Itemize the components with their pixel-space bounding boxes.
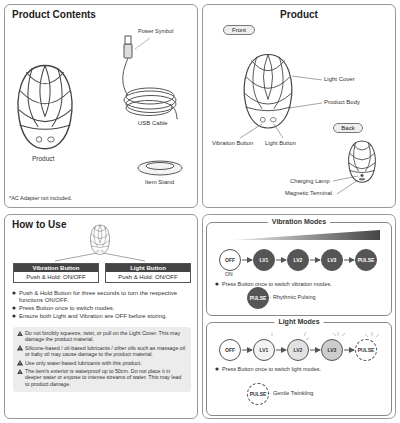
- mode-circle: OFF: [219, 249, 241, 271]
- text-label: Press Button once to switch light modes.: [222, 366, 321, 372]
- mode-arrow: [344, 260, 354, 261]
- button-action: Push & Hold: ON/OFF: [106, 272, 190, 282]
- text-label: ··· Gentle Twinkling: [266, 390, 313, 396]
- text-label: Power Symbol: [138, 28, 173, 34]
- warning-text: Use only water-based lubricants with thi…: [25, 360, 142, 366]
- warning-icon: [17, 345, 23, 351]
- warning-icon: [17, 331, 23, 337]
- mode-arrow: [276, 350, 286, 351]
- node-label: PULSE: [358, 347, 375, 353]
- text-label: Press Button once to switch vibration mo…: [222, 281, 332, 287]
- node-label: LV3: [328, 347, 337, 353]
- mode-arrow: [242, 260, 252, 261]
- node-label: OFF: [225, 347, 235, 353]
- node-label: PULSE: [358, 257, 375, 263]
- node-label: LV1: [260, 347, 269, 353]
- mode-arrow: [276, 260, 286, 261]
- node-label: Front: [227, 27, 251, 33]
- mode-arrow: [310, 350, 320, 351]
- mode-circle: PULSE: [247, 383, 269, 405]
- section-heading: Light Modes: [274, 318, 323, 325]
- node-label: LV2: [294, 347, 303, 353]
- panel-title: How to Use: [12, 219, 66, 230]
- text-label: Press Button once to switch modes.: [19, 305, 114, 312]
- node-label: LV3: [328, 257, 337, 263]
- mode-circle: LV1: [253, 339, 275, 361]
- node-label: LV2: [294, 257, 303, 263]
- button-name: Light Button: [106, 264, 190, 272]
- mode-circle: LV3: [321, 249, 343, 271]
- mode-circle: LV1: [253, 249, 275, 271]
- panel-box: ProductFrontBack: [202, 4, 396, 208]
- mode-circle: LV2: [287, 339, 309, 361]
- pill-box: Back: [333, 123, 363, 133]
- pill-box: Front: [223, 25, 255, 35]
- text-label: Magnetic Terminal: [285, 190, 332, 197]
- text-label: ··· Rhythmic Pulsing: [266, 294, 316, 300]
- text-label: Ensure both Light and Vibration are OFF …: [19, 313, 167, 320]
- panel-title: Product: [203, 9, 395, 20]
- warning-text: The item's exterior is waterproof up to …: [25, 368, 187, 387]
- button-name: Vibration Button: [14, 264, 98, 272]
- section-box: Vibration ModesOFFLV1LV2LV3PULSEPULSE: [206, 222, 392, 316]
- button-action: Push & Hold: ON/OFF: [14, 272, 98, 282]
- mode-circle: PULSE: [355, 339, 377, 361]
- node-label: Back: [337, 125, 359, 131]
- mode-circle: LV3: [321, 339, 343, 361]
- warning-icon: [17, 360, 23, 366]
- warning-icon: [17, 369, 23, 375]
- panel-box: Product Contents: [4, 4, 198, 208]
- warning-text: Do not forcibly squeeze, twist, or pull …: [25, 330, 187, 343]
- mode-circle: LV2: [287, 249, 309, 271]
- text-label: ON: [225, 272, 233, 278]
- mode-circle: PULSE: [247, 287, 269, 309]
- node-label: PULSE: [250, 391, 267, 397]
- mode-circle: PULSE: [355, 249, 377, 271]
- text-label: Product Body: [324, 99, 360, 106]
- node-label: PULSE: [250, 295, 267, 301]
- text-label: Vibration Button: [212, 140, 253, 147]
- warning-row: Do not forcibly squeeze, twist, or pull …: [17, 330, 187, 343]
- warning-row: Use only water-based lubricants with thi…: [17, 360, 187, 366]
- text-label: Product: [32, 155, 54, 162]
- warning-row: Silicone-based / oil-based lubricants / …: [17, 345, 187, 358]
- mode-arrow: [344, 350, 354, 351]
- panel-title: Product Contents: [12, 9, 96, 20]
- warn-box: Do not forcibly squeeze, twist, or pull …: [13, 327, 191, 392]
- text-label: USB Cable: [138, 120, 168, 127]
- btnbox-box: Vibration ButtonPush & Hold: ON/OFF: [13, 263, 99, 283]
- text-label: Light Button: [265, 140, 296, 147]
- text-label: Charging Lamp: [290, 178, 330, 185]
- mode-arrow: [310, 260, 320, 261]
- mode-arrow: [242, 350, 252, 351]
- btnbox-box: Light ButtonPush & Hold: ON/OFF: [105, 263, 191, 283]
- mode-circle: OFF: [219, 339, 241, 361]
- node-label: OFF: [225, 257, 235, 263]
- text-label: Light Cover: [324, 76, 355, 83]
- warning-text: Silicone-based / oil-based lubricants / …: [25, 345, 187, 358]
- node-label: LV1: [260, 257, 269, 263]
- text-label: Push & Hold Button for three seconds to …: [19, 290, 195, 304]
- warning-row: The item's exterior is waterproof up to …: [17, 368, 187, 387]
- text-label: Item Stand: [145, 179, 174, 186]
- section-heading: Vibration Modes: [268, 218, 330, 225]
- text-label: *AC Adapter not included.: [9, 195, 72, 201]
